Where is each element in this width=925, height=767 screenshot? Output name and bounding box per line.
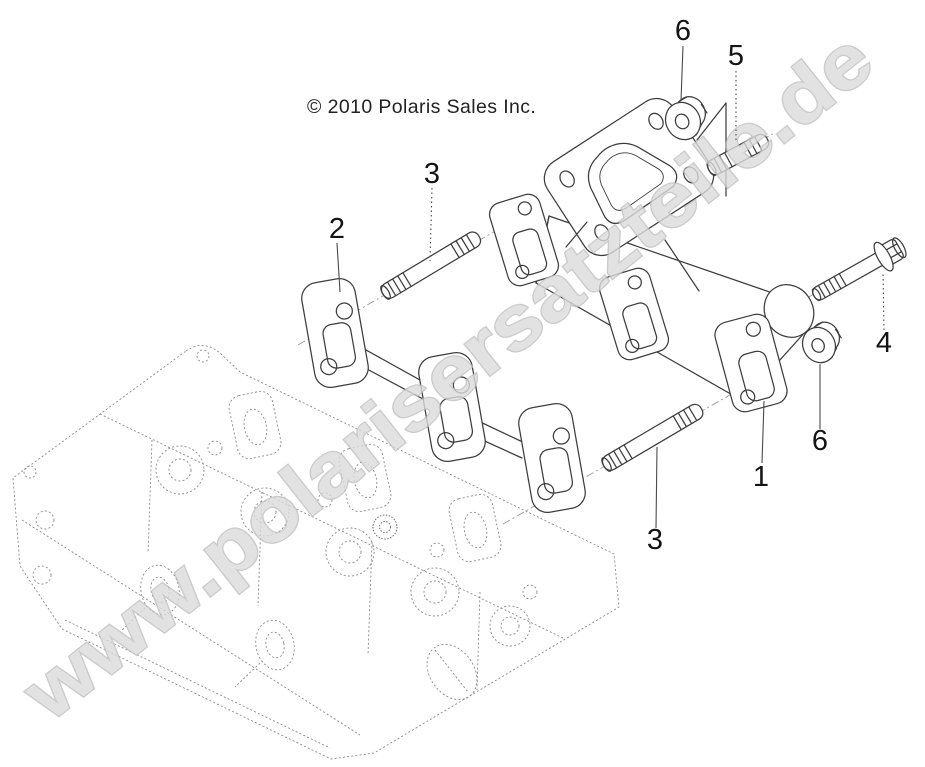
- callout-6-top-label: 6: [675, 15, 691, 47]
- gasket-pad-2: [418, 352, 486, 462]
- callout-2: 2: [329, 213, 345, 293]
- head-bosses: [23, 440, 538, 647]
- callouts: 6 5 3 2 4 6 1 3: [329, 15, 892, 556]
- callout-2-label: 2: [329, 213, 345, 245]
- hex-flange-bolt-drawing: [811, 237, 907, 302]
- turbo-flange: [543, 97, 715, 257]
- callout-6-top-leader: [680, 45, 684, 102]
- callout-1-label: 1: [753, 461, 769, 493]
- head-port-pad: [338, 443, 392, 513]
- gasket-pad-1: [301, 278, 369, 388]
- runner-flange-left: [488, 193, 560, 287]
- callout-6-top: 6: [675, 15, 691, 102]
- callout-6-right: 6: [812, 364, 828, 457]
- callout-3-upper-label: 3: [424, 158, 440, 190]
- flange-nut-top-drawing: [664, 96, 708, 141]
- head-port-trumpets: [119, 564, 478, 701]
- runner-flange-right: [714, 313, 788, 413]
- callout-4-label: 4: [876, 327, 892, 359]
- callout-3-upper: 3: [424, 158, 440, 262]
- flange-stud-drawing: [706, 133, 770, 177]
- callout-3-lower-leader: [655, 446, 658, 529]
- callout-3-lower: 3: [647, 446, 663, 556]
- callout-4-leader: [882, 271, 885, 331]
- callout-5: 5: [728, 40, 744, 141]
- exhaust-gasket-drawing: [301, 278, 586, 513]
- gasket-pad-3: [518, 403, 586, 513]
- mounting-stud-upper-drawing: [380, 231, 482, 300]
- flange-nut-right-drawing: [801, 321, 842, 364]
- callout-5-label: 5: [728, 40, 744, 72]
- callout-4: 4: [876, 271, 892, 359]
- cylinder-head-drawing: [12, 345, 620, 760]
- callout-2-leader: [336, 242, 341, 293]
- callout-3-upper-leader: [429, 187, 433, 262]
- head-port-pad: [228, 390, 282, 460]
- head-port-pad: [448, 493, 502, 563]
- runner-flange-middle: [598, 267, 670, 361]
- callout-1: 1: [753, 400, 769, 493]
- copyright-notice: © 2010 Polaris Sales Inc.: [307, 96, 536, 118]
- callout-6-right-label: 6: [812, 425, 828, 457]
- callout-1-leader: [761, 400, 765, 464]
- mounting-stud-lower-drawing: [601, 403, 704, 472]
- exhaust-manifold-drawing: [488, 97, 815, 413]
- callout-3-lower-label: 3: [647, 524, 663, 556]
